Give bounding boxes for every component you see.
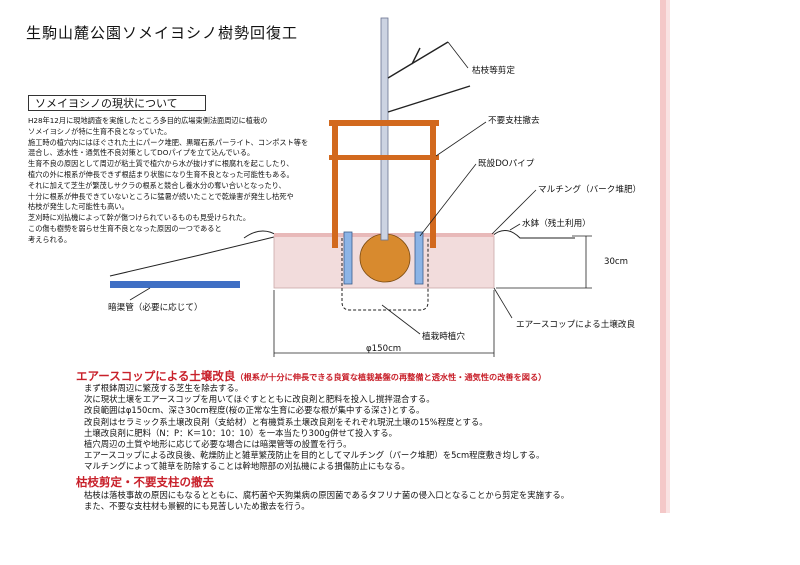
ground-slope-left — [109, 236, 275, 277]
status-line: 十分に根系が伸長できていないところに猛暑が続いたことで乾燥害が発生し枯死や — [28, 191, 294, 201]
status-line: それに加えて芝生が繁茂しサクラの根系と競合し養水分の奪い合いとなったり、 — [28, 180, 286, 190]
drain-pipe — [110, 281, 240, 288]
label-remove-stakes: 不要支柱撤去 — [488, 116, 540, 126]
body-line: また、不要な支柱材も景観的にも見苦しいため撤去を行う。 — [84, 501, 310, 512]
do-pipe-left — [343, 231, 353, 285]
section-heading-pruning: 枯枝剪定・不要支柱の撤去 — [76, 474, 214, 490]
support-stake-right — [430, 122, 436, 248]
body-line: 改良剤はセラミック系土壌改良剤（支給材）と有機質系土壌改良剤をそれぞれ現況土壌の… — [84, 416, 488, 427]
status-line: ソメイヨシノが特に生育不良となっていた。 — [28, 126, 172, 136]
status-line: 植穴の外に根系が伸長できず根詰まり状態になり生育不良となった可能性もある。 — [28, 169, 294, 179]
planting-hole-outline — [341, 238, 429, 311]
body-line: 次に現状土壌をエアースコップを用いてほぐすとともに改良剤と肥料を投入し撹拌混合す… — [84, 394, 435, 405]
tree-branch — [387, 41, 471, 113]
status-line: この傷も樹勢を弱らせ生育不良となった原因の一つであると — [28, 223, 222, 233]
label-depth: 30cm — [604, 257, 629, 267]
status-line: 芝刈時に刈払機によって幹が傷つけられているものも見受けられた。 — [28, 213, 251, 223]
body-line: 植穴周辺の土質や地形に応じて必要な場合には暗渠管等の設置を行う。 — [84, 439, 352, 450]
section-subheading: （根系が十分に伸長できる良質な植栽基盤の再整備と透水性・通気性の改善を図る） — [235, 372, 547, 382]
label-diameter: φ150cm — [366, 344, 402, 354]
right-margin-stripe — [660, 0, 666, 513]
leader-pruning — [447, 41, 469, 69]
status-heading: ソメイヨシノの現状について — [28, 95, 206, 111]
label-pruning: 枯枝等剪定 — [472, 66, 515, 76]
body-line: エアースコップによる改良後、乾燥防止と雑草繁茂防止を目的としてマルチング（パーク… — [84, 450, 545, 461]
label-planting-hole: 植栽時植穴 — [422, 332, 465, 342]
body-line: まず根鉢周辺に繁茂する芝生を除去する。 — [84, 383, 244, 393]
document-page: 生駒山麓公園ソメイヨシノ樹勢回復工 ソメイヨシノの現状について H28年12月に… — [26, 17, 642, 512]
page-title: 生駒山麓公園ソメイヨシノ樹勢回復工 — [26, 24, 299, 42]
status-paragraph: H28年12月に現地調査を実施したところ多目的広場東側法面周辺に植栽の ソメイヨ… — [28, 116, 328, 246]
support-crossbar-top — [329, 120, 439, 126]
section-heading-text: 枯枝剪定・不要支柱の撤去 — [76, 475, 214, 489]
label-water-basin: 水鉢（残土利用） — [522, 219, 591, 229]
section-heading-air-scoop: エアースコップによる土壌改良（根系が十分に伸長できる良質な植栽基盤の再整備と透水… — [76, 368, 546, 384]
leader-air-scoop — [493, 287, 513, 319]
label-air-scoop: エアースコップによる土壌改良 — [516, 320, 636, 330]
root-ball — [359, 233, 411, 283]
label-mulching: マルチング（バーク堆肥） — [538, 185, 642, 195]
leader-water-basin — [509, 223, 521, 231]
cross-section-diagram — [109, 17, 592, 357]
support-stake-left — [332, 122, 338, 248]
body-line: マルチングによって雑草を防除することは幹地際部の刈払機による損傷防止にもなる。 — [84, 461, 410, 472]
water-basin-right — [491, 230, 575, 239]
leader-do-pipe — [419, 163, 477, 237]
support-crossbar-bottom — [329, 155, 439, 160]
status-line: 考えられる。 — [28, 234, 72, 244]
tree-trunk — [380, 17, 389, 241]
body-line: 枯枝は落枝事故の原因にもなるとともに、腐朽菌や天狗巣病の原因菌であるタフリナ菌の… — [84, 490, 570, 500]
label-do-pipe: 既設DOパイプ — [478, 159, 535, 169]
body-line: 改良範囲はφ150cm、深さ30cm程度(桜の正常な生育に必要な根が集中する深さ… — [84, 405, 425, 416]
leader-stakes — [435, 121, 487, 157]
body-line: 土壌改良剤に肥料（N：P：K＝10：10：10）を一本当たり300g併せて投入す… — [84, 427, 397, 438]
right-margin-band — [666, 0, 670, 513]
section-heading-text: エアースコップによる土壌改良 — [76, 369, 236, 383]
do-pipe-right — [414, 231, 424, 285]
leader-drain — [129, 287, 151, 301]
status-line: H28年12月に現地調査を実施したところ多目的広場東側法面周辺に植栽の — [28, 116, 268, 125]
status-line: 枯枝が発生した可能性も高い。 — [28, 202, 129, 212]
section-body-pruning: 枯枝は落枝事故の原因にもなるとともに、腐朽菌や天狗巣病の原因菌であるタフリナ菌の… — [84, 490, 569, 512]
leader-mulching — [491, 189, 537, 235]
status-line: 混合し、透水性・通気性不良対策としてDOパイプを立て込んでいる。 — [28, 148, 255, 158]
leader-planting-hole — [381, 304, 421, 335]
status-line: 施工時の植穴内にはほぐされた土にパーク堆肥、黒曜石系パーライト、コンポスト等を — [28, 137, 309, 147]
label-drain-pipe: 暗渠管（必要に応じて） — [108, 303, 203, 313]
status-line: 生育不良の原因として周辺が粘土質で植穴から水が抜けずに根腐れを起こしたり、 — [28, 159, 294, 169]
section-body-air-scoop: まず根鉢周辺に繁茂する芝生を除去する。 次に現状土壌をエアースコップを用いてほぐ… — [84, 383, 544, 473]
